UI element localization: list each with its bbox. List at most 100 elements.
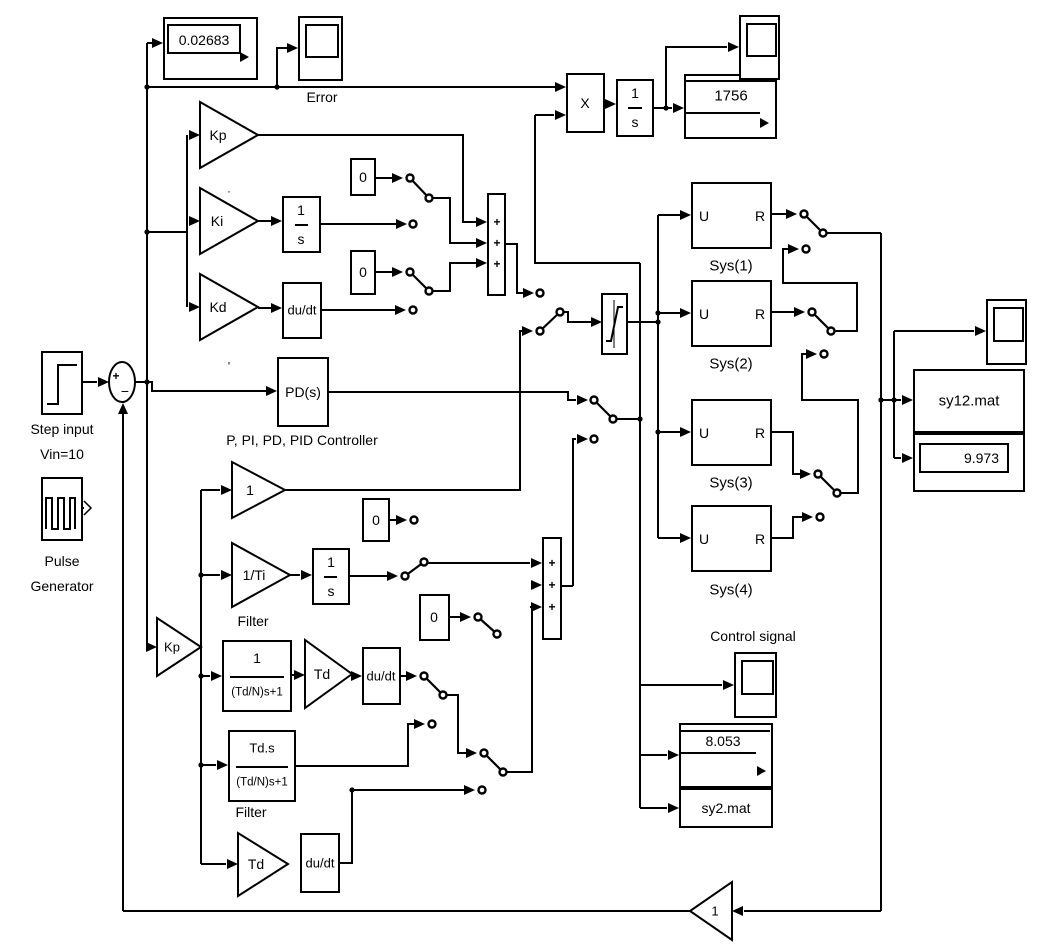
ki-gain-block[interactable]	[199, 186, 261, 256]
sys4-out-port-label: R	[754, 531, 766, 547]
kd-gain-label: Kd	[209, 299, 227, 315]
tofile-sy12-block[interactable]	[913, 369, 1025, 433]
td-a-label: Td	[313, 666, 331, 682]
scope-screen-icon	[746, 23, 777, 57]
td-b-label: Td	[247, 856, 265, 872]
scope-screen-icon	[993, 307, 1024, 342]
sys3-block[interactable]	[691, 399, 772, 466]
sys4-caption: Sys(4)	[709, 581, 753, 599]
derivative-label: du/dt	[305, 855, 335, 871]
error-display-value: 0.02683	[178, 32, 230, 48]
integrator-num: 1	[327, 554, 335, 570]
derivative-a-block[interactable]	[362, 647, 401, 705]
tf-b-num: Td.s	[249, 740, 275, 756]
pulse-caption-line2: Generator	[30, 578, 94, 594]
pd-transfer-label: PD(s)	[285, 384, 321, 400]
arrowheads	[98, 38, 986, 916]
scope-screen-icon	[305, 24, 339, 58]
sys3-caption: Sys(3)	[709, 474, 753, 492]
step-waveform-icon	[47, 364, 77, 405]
control-signal-caption: Control signal	[710, 628, 796, 644]
switch-ports[interactable]	[400, 173, 842, 795]
control-display-block[interactable]	[679, 723, 773, 788]
response-display-value-box: 9.973	[919, 443, 1009, 473]
feedback-gain-label: 1	[711, 903, 719, 919]
fraction-bar	[628, 107, 642, 109]
gain-inv-ti-label: 1/Ti	[242, 567, 266, 583]
filter-caption-a: Filter	[237, 613, 269, 629]
sys4-block[interactable]	[691, 505, 772, 572]
constant-zero-c-block[interactable]	[362, 498, 390, 542]
tf-a-den: (Td/N)s+1	[231, 686, 283, 699]
constant-value: 0	[372, 512, 380, 528]
td-gain-a-block[interactable]	[304, 638, 354, 710]
step-caption-line2: Vin=10	[40, 446, 84, 462]
gain-one-block[interactable]	[231, 460, 288, 520]
pulse-caption-line1: Pulse	[44, 553, 80, 569]
sys1-block[interactable]	[691, 182, 772, 249]
sum-upper-block[interactable]	[487, 193, 506, 296]
sum-plus-sign: +	[493, 257, 501, 271]
tf-b-den: (Td/N)s+1	[236, 776, 288, 789]
sys2-caption: Sys(2)	[709, 355, 753, 373]
sys2-in-port-label: U	[698, 306, 710, 322]
product-block[interactable]	[566, 73, 605, 133]
sum-lower-block[interactable]	[542, 537, 562, 640]
integrator-den: s	[327, 583, 335, 599]
sys4-in-port-label: U	[698, 531, 710, 547]
constant-zero-a-block[interactable]	[350, 158, 376, 196]
sum-plus-sign: +	[493, 215, 501, 229]
signal-wires	[82, 42, 974, 912]
step-caption-line1: Step input	[30, 421, 94, 437]
stray-tick-label: '	[227, 361, 231, 374]
constant-value: 0	[359, 264, 367, 280]
integrator-lower-block[interactable]	[312, 548, 350, 605]
sys1-caption: Sys(1)	[709, 257, 753, 275]
sys2-block[interactable]	[691, 280, 772, 347]
sys1-out-port-label: R	[754, 208, 766, 224]
constant-zero-b-block[interactable]	[350, 250, 376, 295]
ise-display-block[interactable]	[684, 74, 777, 139]
derivative-kd-block[interactable]	[282, 282, 322, 339]
constant-zero-d-block[interactable]	[419, 594, 450, 641]
filter-caption-b: Filter	[235, 804, 267, 820]
ki-gain-label: Ki	[210, 213, 224, 229]
pd-transfer-block[interactable]	[277, 357, 329, 427]
response-display-value: 9.973	[963, 450, 999, 466]
fraction-bar	[295, 224, 308, 226]
fraction-bar	[324, 576, 337, 578]
sys1-in-port-label: U	[698, 208, 710, 224]
td-gain-b-block[interactable]	[237, 831, 290, 898]
sum-plus-sign: +	[548, 578, 556, 592]
pulse-waveform-icon	[45, 497, 76, 530]
display-corner-arrow-icon	[760, 118, 769, 128]
sum-circle-plus-sign: +	[112, 369, 120, 383]
scope-screen-icon	[741, 660, 774, 695]
pulse-output-port-icon	[83, 500, 93, 516]
controller-caption: P, PI, PD, PID Controller	[226, 432, 378, 448]
tofile-sy2-label: sy2.mat	[701, 800, 751, 816]
integrator-den: s	[631, 114, 639, 130]
ise-display-value: 1756	[714, 87, 748, 105]
integrator-den: s	[297, 231, 305, 247]
response-display-block[interactable]	[913, 433, 1025, 492]
tf-a-num: 1	[253, 650, 261, 666]
constant-value: 0	[359, 169, 367, 185]
error-display-value-box	[167, 24, 241, 54]
fraction-bar	[230, 676, 284, 678]
fraction-bar	[236, 766, 288, 768]
display-corner-arrow-icon	[757, 766, 766, 776]
kp-gain-label: Kp	[209, 127, 227, 143]
sum-plus-sign: +	[548, 600, 556, 614]
wire-junctions	[144, 84, 897, 793]
derivative-b-block[interactable]	[300, 833, 340, 893]
sum-plus-sign: +	[493, 236, 501, 250]
tofile-sy2-block[interactable]	[679, 788, 773, 828]
gain-one-label: 1	[246, 482, 254, 498]
stray-dot-label: .	[227, 183, 231, 196]
sys3-out-port-label: R	[754, 425, 766, 441]
integrator-num: 1	[631, 85, 639, 101]
constant-value: 0	[430, 609, 438, 625]
sys2-out-port-label: R	[754, 306, 766, 322]
